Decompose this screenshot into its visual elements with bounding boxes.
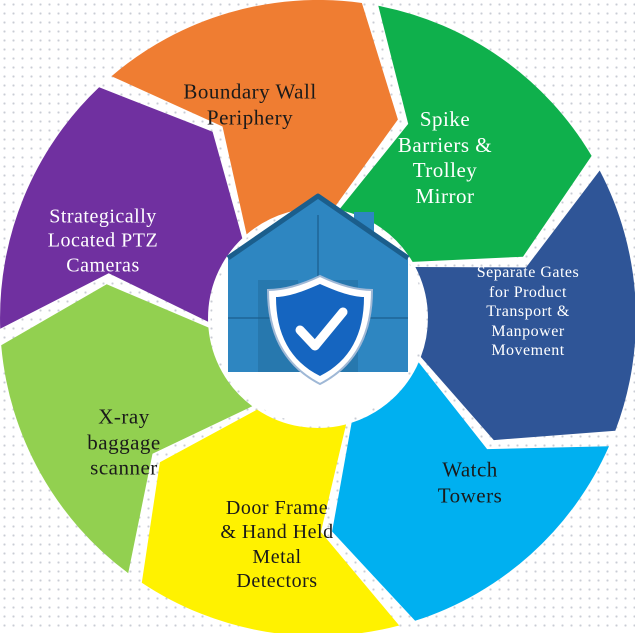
segment-ptz — [0, 87, 243, 329]
label-line: Spike — [419, 106, 471, 131]
segment-watch — [332, 362, 609, 621]
label-line: Separate Gates — [476, 264, 580, 282]
label-line: Mirror — [415, 183, 475, 208]
label-line: Towers — [437, 483, 503, 507]
label-line: Detectors — [236, 570, 318, 593]
segment-door — [141, 409, 400, 633]
segment-boundary — [111, 0, 398, 235]
label-line: Barriers & — [397, 132, 493, 157]
label-line: & Hand Held — [220, 521, 334, 544]
label-line: scanner — [90, 455, 158, 480]
label-line: Watch — [442, 457, 498, 482]
label-line: Metal — [252, 546, 302, 568]
label-line: Trolley — [412, 158, 478, 182]
label-line: X-ray — [98, 404, 150, 429]
label-line: for Product — [489, 283, 567, 301]
label-line: Boundary Wall — [183, 79, 317, 104]
segment-spike — [338, 5, 592, 262]
label-line: Strategically — [49, 205, 157, 228]
label-line: Periphery — [206, 105, 294, 129]
label-line: Manpower — [491, 322, 565, 340]
label-line: Transport & — [486, 303, 570, 321]
segment-gates — [415, 170, 635, 441]
shield-check-icon — [266, 274, 374, 386]
label-line: Movement — [491, 342, 565, 360]
label-line: baggage — [87, 430, 161, 455]
label-line: Located PTZ — [47, 229, 159, 252]
segment-xray — [1, 284, 253, 574]
label-line: Door Frame — [225, 497, 329, 520]
label-line: Cameras — [66, 254, 140, 277]
center-security-icon — [226, 193, 410, 386]
